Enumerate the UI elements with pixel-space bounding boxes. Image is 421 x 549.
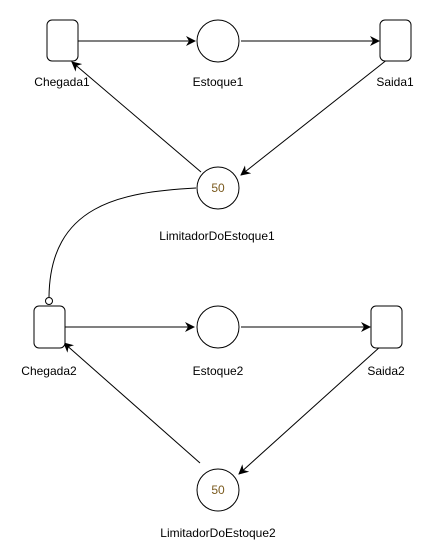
transition-chegada2[interactable]: [33, 305, 66, 349]
label-saida2: Saida2: [367, 364, 405, 378]
label-saida1: Saida1: [376, 75, 414, 89]
label-chegada2: Chegada2: [21, 364, 77, 378]
label-chegada1: Chegada1: [34, 75, 90, 89]
arc-saida2-to-limitador2: [238, 345, 382, 475]
label-limitador1: LimitadorDoEstoque1: [159, 229, 275, 243]
place-limitador1[interactable]: [196, 166, 240, 210]
arc-saida1-to-limitador1: [240, 58, 389, 176]
place-estoque2[interactable]: [196, 305, 240, 349]
limitador1-token-count: 50: [211, 181, 225, 195]
label-limitador2: LimitadorDoEstoque2: [160, 526, 276, 540]
inhibitor-arc-limitador1-to-chegada2: [48, 187, 197, 298]
limitador2-token-count: 50: [211, 483, 225, 497]
label-estoque2: Estoque2: [193, 364, 244, 378]
place-limitador2[interactable]: [196, 468, 240, 512]
transition-chegada1[interactable]: [46, 19, 79, 62]
transition-saida1[interactable]: [379, 19, 412, 62]
transition-saida2[interactable]: [370, 305, 403, 349]
inhibitor-circle: [45, 297, 53, 305]
label-estoque1: Estoque1: [193, 75, 244, 89]
place-estoque1[interactable]: [196, 19, 240, 63]
arc-limitador2-to-chegada2: [63, 342, 201, 464]
arc-limitador1-to-chegada1: [71, 61, 202, 173]
